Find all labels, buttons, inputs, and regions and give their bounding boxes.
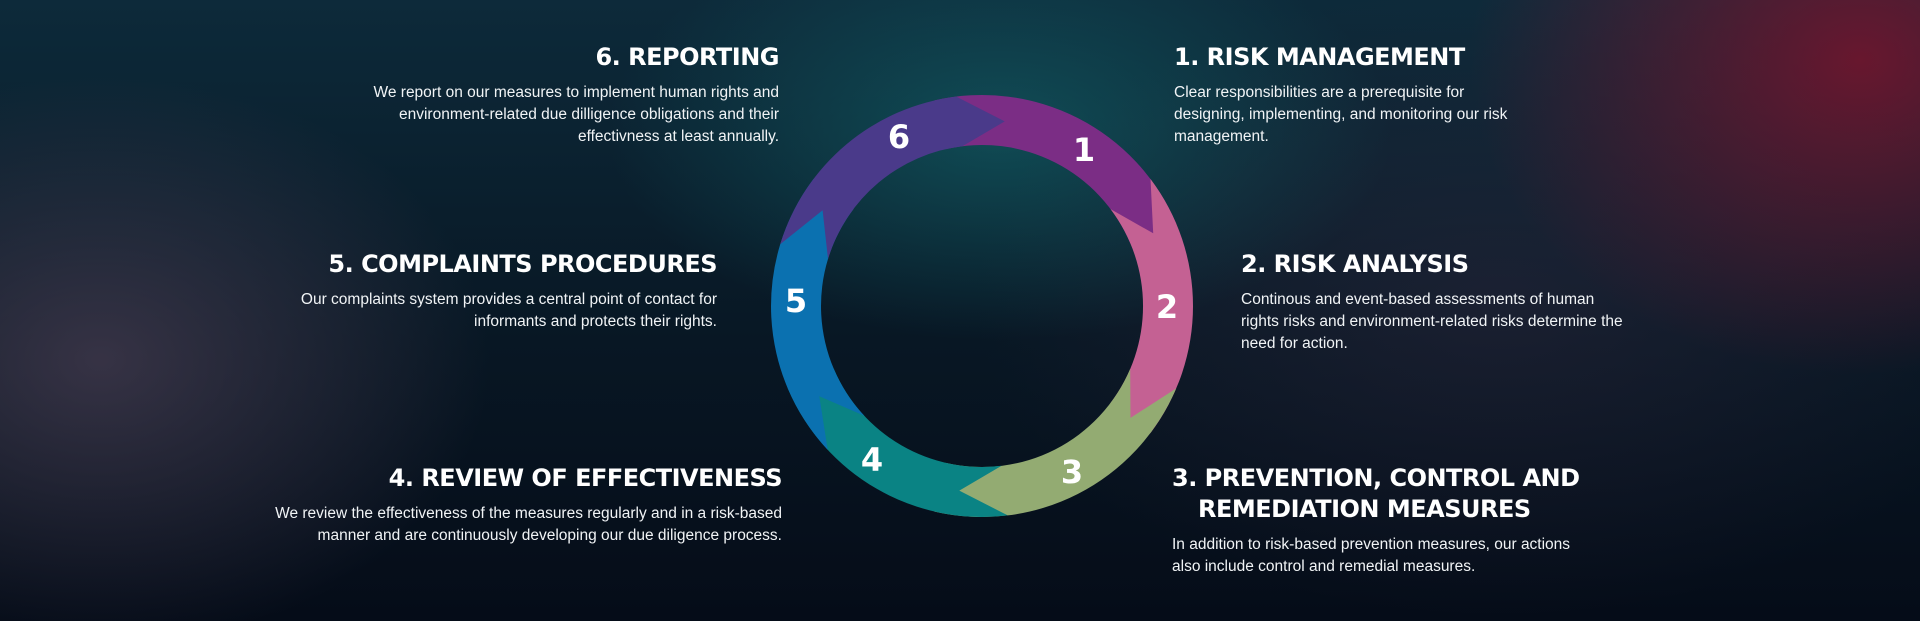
step-1-block: 1. RISK MANAGEMENT Clear responsibilitie… <box>1174 42 1514 148</box>
step-4-block: 4. REVIEW OF EFFECTIVENESS We review the… <box>240 463 782 547</box>
step-3-title-line2: REMEDIATION MEASURES <box>1198 495 1531 523</box>
step-1-description: Clear responsibilities are a prerequisit… <box>1174 84 1508 145</box>
step-3-description: In addition to risk-based prevention mea… <box>1172 536 1571 575</box>
step-2-description: Continous and event-based assessments of… <box>1241 291 1623 352</box>
step-6-title: 6. REPORTING <box>595 43 779 71</box>
step-3-block: 3. PREVENTION, CONTROL AND REMEDIATION M… <box>1172 463 1580 578</box>
step-5-description: Our complaints system provides a central… <box>300 291 717 330</box>
cycle-arrow-step-5 <box>771 161 865 450</box>
step-number-4: 4 <box>861 441 883 479</box>
step-1-title: 1. RISK MANAGEMENT <box>1174 43 1465 71</box>
step-5-block: 5. COMPLAINTS PROCEDURES Our complaints … <box>290 249 718 333</box>
step-number-5: 5 <box>785 282 807 320</box>
cycle-arrow-step-4 <box>787 335 1008 517</box>
cycle-arrow-step-1 <box>934 94 1177 277</box>
step-4-title: 4. REVIEW OF EFFECTIVENESS <box>388 464 783 492</box>
step-3-title-line1: 3. PREVENTION, CONTROL AND <box>1172 464 1580 492</box>
step-6-description: We report on our measures to implement h… <box>373 84 780 145</box>
step-4-description: We review the effectiveness of the measu… <box>275 505 782 544</box>
step-2-title: 2. RISK ANALYSIS <box>1241 250 1469 278</box>
step-5-title: 5. COMPLAINTS PROCEDURES <box>328 250 717 278</box>
cycle-arrow-step-6 <box>780 96 1005 259</box>
step-number-6: 6 <box>888 118 910 156</box>
step-2-block: 2. RISK ANALYSIS Continous and event-bas… <box>1241 249 1636 355</box>
step-number-2: 2 <box>1156 288 1178 326</box>
step-6-block: 6. REPORTING We report on our measures t… <box>338 42 780 148</box>
cycle-arrow-step-2 <box>1099 179 1194 451</box>
step-number-1: 1 <box>1073 131 1095 169</box>
step-number-3: 3 <box>1061 453 1083 491</box>
